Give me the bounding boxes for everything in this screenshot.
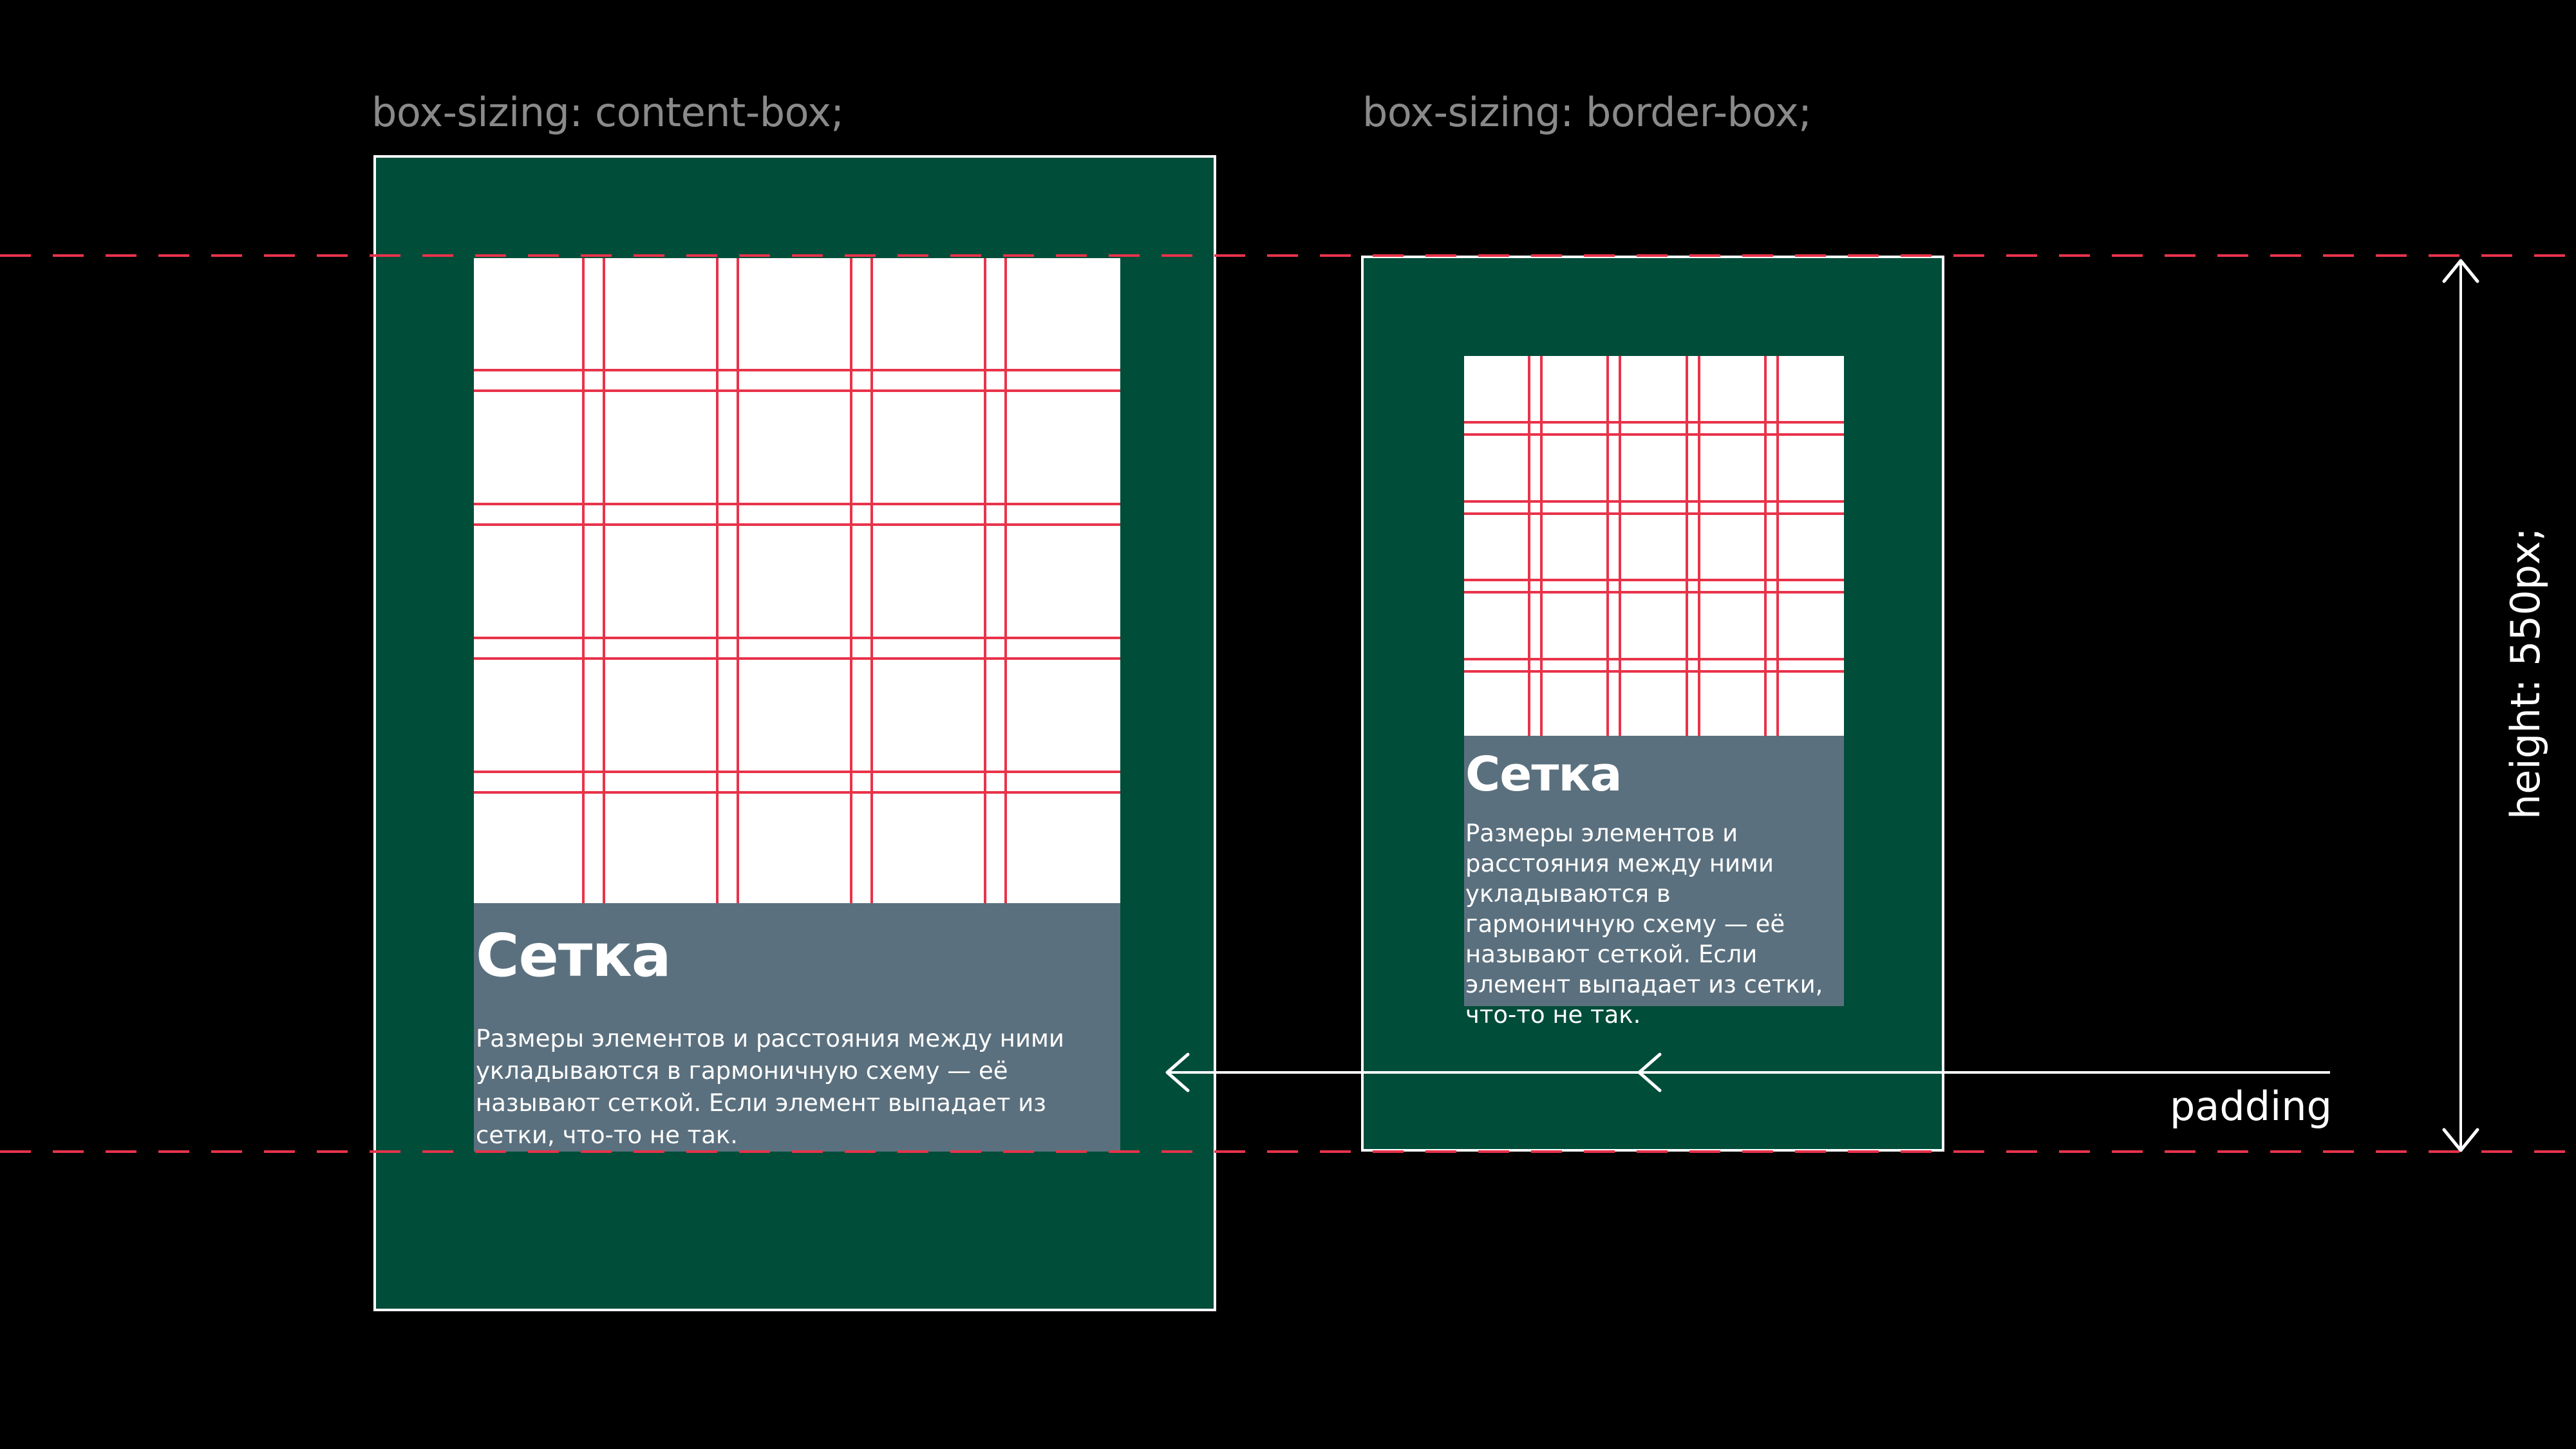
border-box-grid bbox=[1464, 356, 1844, 736]
content-grid-v-1 bbox=[582, 258, 585, 903]
content-box-outer: Сетка Размеры элементов и расстояния меж… bbox=[373, 155, 1216, 1311]
content-grid-v-3 bbox=[716, 258, 719, 903]
border-grid-h-7 bbox=[1464, 658, 1844, 660]
content-box-card-body: Размеры элементов и расстояния между ним… bbox=[476, 1025, 1064, 1149]
right-padding-arrowhead-path bbox=[1637, 1052, 1662, 1092]
content-grid-h-1 bbox=[474, 369, 1120, 371]
content-box-grid bbox=[474, 258, 1120, 903]
content-grid-h-6 bbox=[474, 657, 1120, 660]
border-grid-h-3 bbox=[1464, 500, 1844, 503]
border-grid-h-4 bbox=[1464, 512, 1844, 515]
content-grid-h-7 bbox=[474, 771, 1120, 773]
content-box-card-title: Сетка bbox=[476, 921, 672, 990]
content-grid-h-2 bbox=[474, 389, 1120, 392]
border-box-card-body: Размеры элементов и расстояния между ним… bbox=[1465, 819, 1823, 1029]
content-grid-h-8 bbox=[474, 791, 1120, 794]
left-padding-arrowhead-path bbox=[1165, 1052, 1190, 1092]
content-grid-v-6 bbox=[870, 258, 873, 903]
padding-label: padding bbox=[2170, 1083, 2332, 1130]
border-grid-v-6 bbox=[1698, 356, 1700, 736]
border-grid-v-8 bbox=[1776, 356, 1779, 736]
content-box-card: Сетка Размеры элементов и расстояния меж… bbox=[474, 258, 1120, 1152]
border-box-outer: Сетка Размеры элементов и расстояния меж… bbox=[1361, 256, 1944, 1152]
content-grid-v-7 bbox=[984, 258, 986, 903]
top-height-guide bbox=[0, 254, 2576, 257]
right-padding-arrowhead bbox=[1637, 1052, 1662, 1092]
padding-arrow-line bbox=[1167, 1071, 2330, 1074]
border-box-text-panel: Сетка Размеры элементов и расстояния меж… bbox=[1464, 736, 1844, 1029]
border-grid-v-1 bbox=[1528, 356, 1530, 736]
height-arrow-bottom-head bbox=[2442, 1128, 2479, 1152]
content-grid-h-4 bbox=[474, 523, 1120, 526]
bottom-height-guide bbox=[0, 1150, 2576, 1153]
border-grid-v-2 bbox=[1540, 356, 1543, 736]
border-box-card-title: Сетка bbox=[1465, 747, 1622, 802]
content-box-text-panel: Сетка Размеры элементов и расстояния меж… bbox=[474, 903, 1120, 1152]
height-arrow-top-head bbox=[2442, 259, 2479, 283]
border-box-card: Сетка Размеры элементов и расстояния меж… bbox=[1464, 356, 1844, 1029]
content-grid-v-4 bbox=[737, 258, 739, 903]
height-arrow-bottom-head-path bbox=[2442, 1128, 2479, 1152]
content-grid-h-3 bbox=[474, 503, 1120, 505]
border-grid-h-5 bbox=[1464, 579, 1844, 581]
content-grid-v-8 bbox=[1004, 258, 1007, 903]
border-grid-h-6 bbox=[1464, 591, 1844, 594]
height-label: height: 550px; bbox=[2502, 527, 2549, 820]
border-grid-v-5 bbox=[1686, 356, 1688, 736]
right-caption: box-sizing: border-box; bbox=[1362, 89, 1812, 136]
border-grid-v-3 bbox=[1606, 356, 1609, 736]
border-grid-h-1 bbox=[1464, 421, 1844, 424]
left-padding-arrowhead bbox=[1165, 1052, 1190, 1092]
border-grid-h-2 bbox=[1464, 433, 1844, 436]
height-arrow-top-head-path bbox=[2442, 259, 2479, 283]
left-caption: box-sizing: content-box; bbox=[371, 89, 844, 136]
border-grid-v-7 bbox=[1764, 356, 1767, 736]
content-grid-h-5 bbox=[474, 637, 1120, 639]
content-grid-v-5 bbox=[850, 258, 852, 903]
content-grid-v-2 bbox=[603, 258, 605, 903]
border-grid-v-4 bbox=[1619, 356, 1621, 736]
border-grid-h-8 bbox=[1464, 670, 1844, 673]
height-arrow-line bbox=[2459, 261, 2462, 1148]
